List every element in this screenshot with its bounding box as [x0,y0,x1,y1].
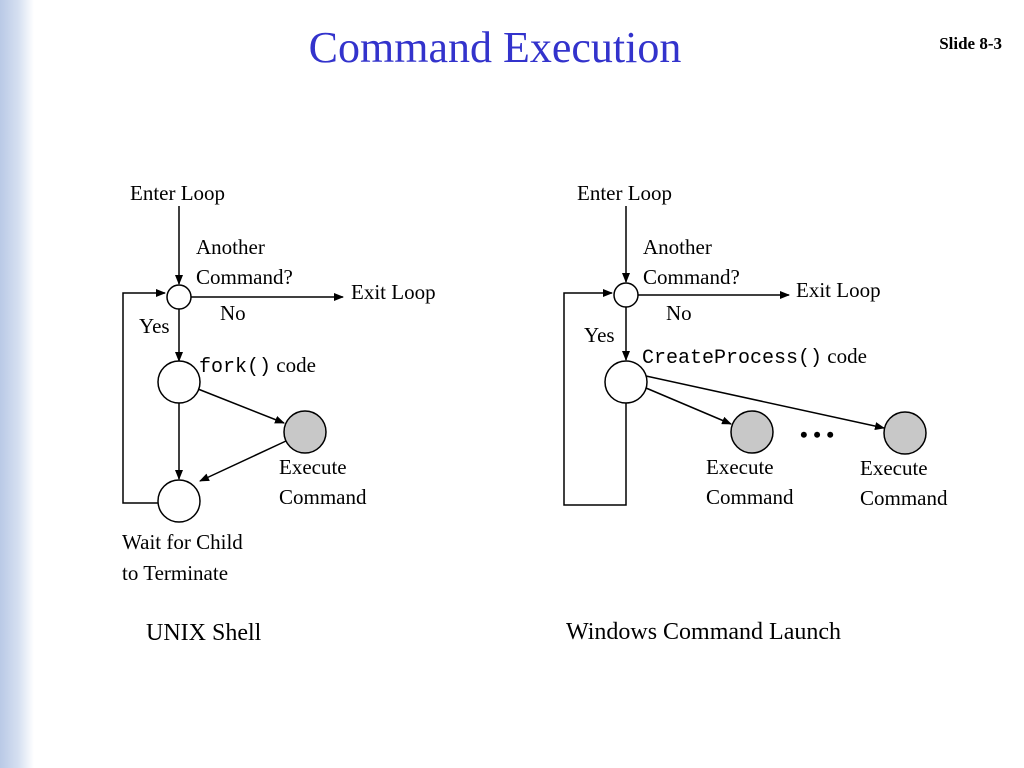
unix-child-return-arrow [199,440,287,482]
unix-enter-loop-label: Enter Loop [130,181,226,205]
unix-to-child-arrow [197,388,285,424]
unix-fork-node [157,360,201,404]
unix-caption: UNIX Shell [146,620,262,646]
unix-wait-node [157,479,201,523]
win-caption: Windows Command Launch [566,619,841,645]
unix-exit-loop-label: Exit Loop [351,280,436,304]
win-execute1-label-line1: Execute [706,455,774,479]
win-ellipsis: • • • [800,422,835,447]
unix-no-label: No [220,301,246,325]
unix-code-word: code [276,353,316,377]
unix-wait-label-line1: Wait for Child [122,530,243,554]
unix-child-node [283,410,327,454]
unix-yes-label: Yes [139,314,170,338]
win-loop-back-arrow [563,289,627,506]
slide-side-gradient [0,0,34,768]
win-exit-loop-label: Exit Loop [796,278,881,302]
unix-execute-label-line2: Command [279,485,367,509]
win-child2-node [883,411,927,455]
unix-another-label-line2: Command? [196,265,293,289]
unix-fork-code-label: fork() code [199,350,316,383]
unix-execute-label-line1: Execute [279,455,347,479]
win-execute2-label-line2: Command [860,486,948,510]
unix-loop-back-arrow [122,289,166,504]
win-create-node [604,360,648,404]
win-child1-node [730,410,774,454]
unix-decision-node [166,284,192,310]
win-to-child1-arrow [645,387,732,425]
win-create-code-label: CreateProcess() code [642,341,867,374]
win-yes-label: Yes [584,323,615,347]
unix-another-label-line1: Another [196,235,265,259]
win-to-child2-arrow [645,375,885,430]
slide-title: Command Execution [308,23,682,72]
win-no-label: No [666,301,692,325]
win-another-label-line2: Command? [643,265,740,289]
createprocess-function-name: CreateProcess() [642,347,823,370]
unix-diagram [122,206,344,523]
win-another-label-line1: Another [643,235,712,259]
win-decision-node [613,282,639,308]
win-execute1-label-line2: Command [706,485,794,509]
slide-number: Slide 8-3 [939,34,1002,53]
win-enter-loop-label: Enter Loop [577,181,673,205]
unix-wait-label-line2: to Terminate [122,561,229,585]
win-code-word: code [827,344,867,368]
windows-diagram [563,206,927,506]
fork-function-name: fork() [199,356,272,379]
win-execute2-label-line1: Execute [860,456,928,480]
